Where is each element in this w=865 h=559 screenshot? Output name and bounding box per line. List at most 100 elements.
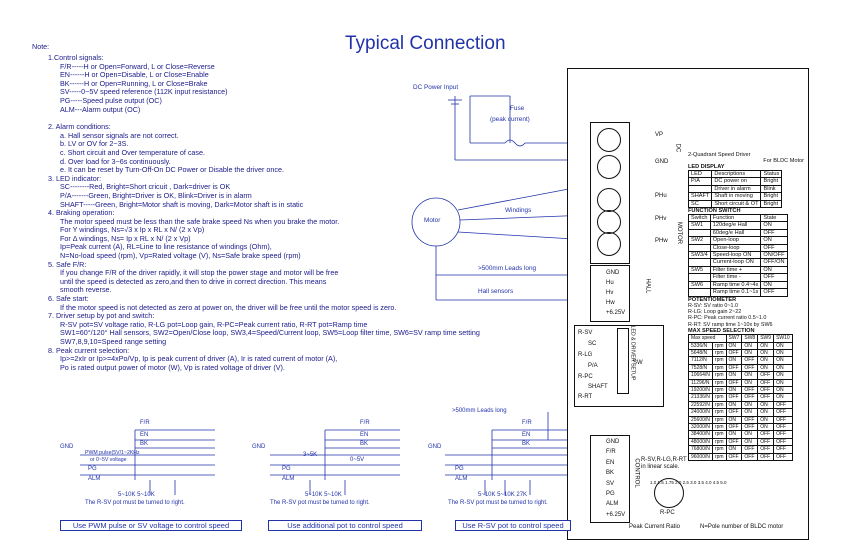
table-cell: ON	[773, 363, 793, 373]
table-cell: ON	[757, 363, 775, 373]
dip-switch[interactable]	[617, 328, 629, 394]
table-cell: OFF	[773, 422, 793, 432]
table-header-cell: LED	[687, 169, 713, 179]
note-2e: e. It can be reset by Turn-Off-On DC Pow…	[60, 165, 284, 175]
peak-ratio-label: Peak Current Ratio	[629, 524, 681, 530]
c2-pg: PG	[282, 466, 291, 472]
note-7: 7. Driver setup by pot and switch:	[48, 311, 155, 321]
hall-terminal: GND	[606, 270, 620, 276]
table-cell: OFF	[760, 228, 788, 238]
table-cell: ON	[725, 400, 743, 410]
table-cell: 25600/N	[688, 415, 713, 425]
table-cell: OFF	[773, 408, 793, 417]
hall-sensors-label: Hall sensors	[478, 288, 514, 295]
note-3c: SHAFT-----Green, Bright=Motor shaft is m…	[60, 199, 304, 209]
dial-mark: 1.5	[657, 480, 664, 485]
table-cell: 10664/N	[688, 371, 713, 380]
rpc-dial-icon[interactable]	[654, 478, 684, 508]
dial-mark: 5.0	[720, 480, 727, 485]
table-cell: SW1	[688, 221, 711, 230]
table-cell: rpm	[711, 400, 727, 410]
c3-leads: >500mm Leads long	[452, 408, 507, 414]
table-cell: ON	[760, 265, 788, 275]
table-row: Filter time -OFF	[688, 273, 788, 282]
hall-terminal: Hv	[606, 290, 614, 296]
table-cell: P/A	[687, 177, 713, 186]
terminal-phv: PHv	[655, 216, 667, 222]
power-terminal-block	[590, 122, 630, 264]
caption-pwm: Use PWM pulse or SV voltage to control s…	[60, 520, 242, 531]
table-cell: ON	[757, 415, 775, 425]
table-cell: OFF	[741, 393, 759, 402]
table-cell: OFF	[725, 408, 743, 417]
dial-mark: 1.75	[665, 480, 674, 485]
control-side-label: CONTROL	[633, 458, 640, 488]
table-cell: SW2	[688, 236, 711, 245]
c1-pwm2: or 0~5V voltage	[90, 457, 127, 463]
table-header-cell: Max speed	[688, 334, 727, 343]
c1-gnd: GND	[60, 444, 74, 450]
note-5c: smooth reverse.	[60, 285, 112, 295]
table-header-cell: Switch	[688, 214, 711, 223]
terminal-vp: VP	[655, 132, 664, 138]
table-cell: ON	[741, 430, 759, 439]
table-cell: OFF	[741, 363, 759, 373]
table-cell: rpm	[711, 348, 727, 358]
note-2c: c. Short circuit and Over temperature of…	[60, 147, 206, 157]
table-cell: 22592/N	[688, 400, 713, 410]
table-cell: OFF	[725, 437, 743, 447]
c2-pots: 5~10K 5~10K	[305, 492, 342, 498]
table-header-row: Switch Function State	[688, 214, 788, 223]
table-cell: rpm	[711, 371, 727, 380]
table-cell	[688, 228, 711, 238]
table-cell: Open-loop	[709, 236, 762, 245]
table-cell: OFF	[757, 393, 775, 402]
dial-mark: 3.5	[697, 480, 704, 485]
control-terminal: EN	[606, 459, 615, 466]
table-cell: OFF	[725, 452, 743, 462]
table-cell: OFF	[741, 385, 759, 395]
max-speed-heading: MAX SPEED SELECTION	[688, 328, 755, 335]
table-header-row: LED Descriptions Status	[687, 169, 783, 179]
c2-alm: ALM	[282, 476, 295, 482]
table-header-cell: SW9	[757, 334, 775, 343]
control-terminal: GND	[606, 439, 620, 445]
table-cell: Filter time -	[709, 273, 762, 282]
table-cell: OFF	[760, 288, 788, 297]
table-cell: ON	[757, 348, 775, 358]
led-setup-label: LED & DRIVER SETUP	[629, 325, 636, 381]
dial-mark: 2.5	[682, 480, 689, 485]
table-cell: OFF	[725, 422, 743, 432]
note-2b: b. LV or OV for 2~3S.	[60, 139, 129, 149]
table-cell: Ramp time 0.4~4s	[709, 280, 762, 290]
table-cell: OFF	[773, 445, 793, 454]
table-cell: SW6	[688, 280, 711, 290]
table-cell: OFF	[741, 445, 759, 454]
table-header-row: Max speed SW7 SW8 SW9 SW10	[688, 334, 793, 343]
c1-note: The R-SV pot must be turned to right.	[85, 500, 185, 506]
table-cell: OFF	[725, 393, 743, 402]
potentiometer-heading: POTENTIOMETER	[688, 296, 737, 303]
table-cell: SC	[687, 199, 713, 209]
table-cell: OFF	[773, 437, 793, 447]
table-cell: OFF	[773, 452, 793, 462]
table-cell: ON	[773, 378, 793, 387]
table-cell: 120deg/e Hall	[709, 221, 762, 230]
table-cell: ON	[725, 415, 743, 425]
table-cell: OFF	[760, 273, 788, 282]
phv-screw-icon	[597, 210, 621, 234]
phu-screw-icon	[597, 188, 621, 212]
